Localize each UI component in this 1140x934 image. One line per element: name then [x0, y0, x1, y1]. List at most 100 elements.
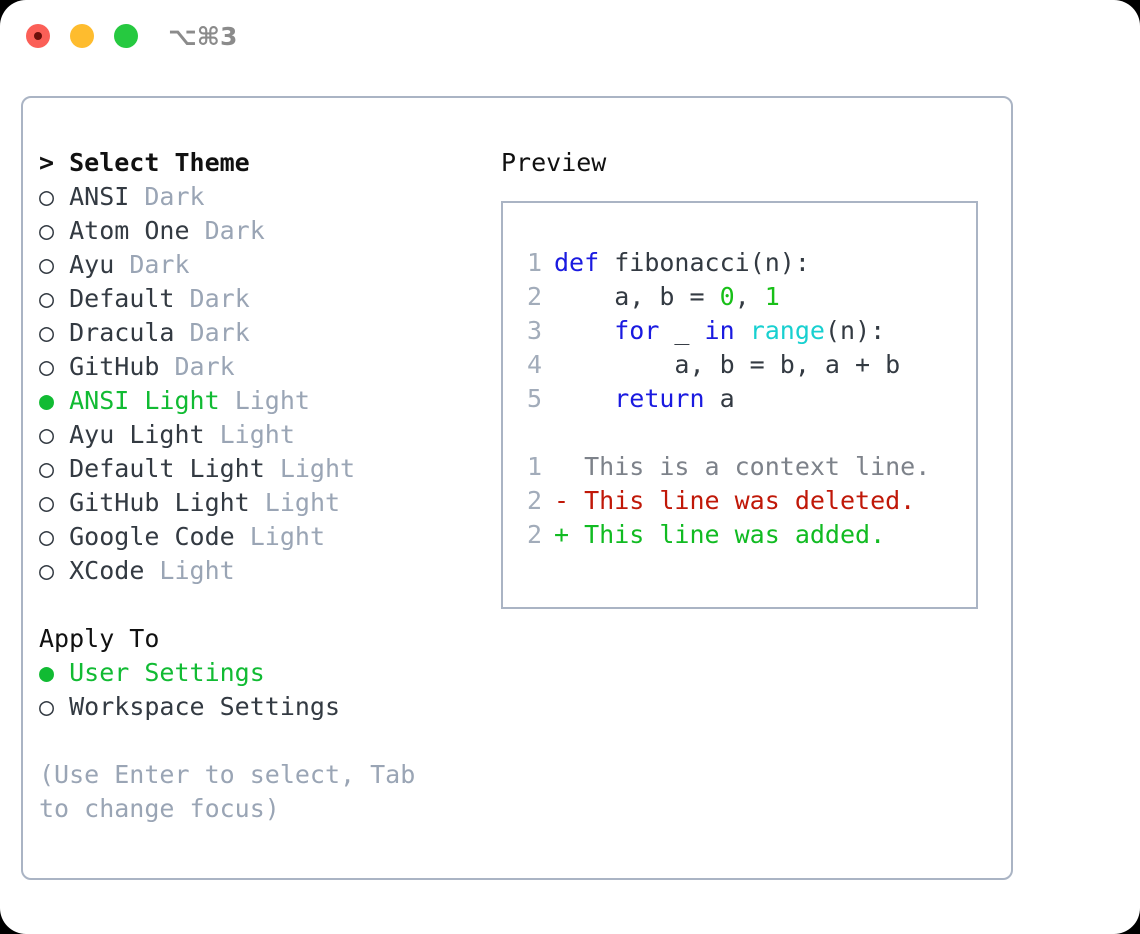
theme-option-label: Dracula: [54, 318, 175, 347]
code-token: [554, 384, 614, 413]
theme-option-kind: Light: [204, 420, 295, 449]
theme-option-ayu-light[interactable]: ○ Ayu Light Light: [39, 418, 489, 452]
theme-option-label: Ayu Light: [54, 420, 205, 449]
theme-option-kind: Dark: [174, 318, 250, 347]
theme-option-default[interactable]: ○ Default Dark: [39, 282, 489, 316]
theme-option-ansi[interactable]: ○ ANSI Dark: [39, 180, 489, 214]
code-token: (n):: [824, 316, 886, 345]
diff-text: This line was added.: [584, 520, 886, 549]
apply-to-option-label: User Settings: [54, 658, 265, 687]
theme-option-label: Atom One: [54, 216, 190, 245]
code-token: for: [614, 316, 660, 345]
theme-option-kind: Dark: [159, 352, 235, 381]
theme-option-xcode[interactable]: ○ XCode Light: [39, 554, 489, 588]
radio-unselected-icon: ○: [39, 284, 55, 313]
radio-unselected-icon: ○: [39, 352, 55, 381]
page-title: > Select Theme: [39, 148, 250, 177]
theme-option-ayu[interactable]: ○ Ayu Dark: [39, 248, 489, 282]
radio-unselected-icon: ○: [39, 454, 55, 483]
theme-option-label: GitHub: [54, 352, 160, 381]
apply-to-option-workspace-settings[interactable]: ○ Workspace Settings: [39, 690, 489, 724]
code-token: ,: [734, 282, 765, 311]
theme-option-kind: Light: [249, 488, 341, 517]
theme-option-default-light[interactable]: ○ Default Light Light: [39, 452, 489, 486]
theme-option-label: ANSI: [54, 182, 130, 211]
line-number: 2: [526, 486, 542, 515]
radio-unselected-icon: ○: [39, 692, 55, 721]
apply-to-option-list: ● User Settings○ Workspace Settings: [39, 656, 489, 724]
preview-title: Preview: [501, 148, 607, 177]
radio-unselected-icon: ○: [39, 250, 55, 279]
code-token: fibonacci(n):: [614, 248, 810, 277]
radio-unselected-icon: ○: [39, 182, 55, 211]
theme-option-list: ○ ANSI Dark○ Atom One Dark○ Ayu Dark○ De…: [39, 180, 489, 588]
line-number: 4: [526, 350, 542, 379]
theme-option-github[interactable]: ○ GitHub Dark: [39, 350, 489, 384]
theme-option-kind: Light: [144, 556, 235, 585]
theme-option-kind: Dark: [174, 284, 250, 313]
theme-option-label: Google Code: [54, 522, 235, 551]
dialog-frame: > Select Theme ○ ANSI Dark○ Atom One Dar…: [21, 96, 1013, 880]
radio-unselected-icon: ○: [39, 522, 55, 551]
line-number: 3: [526, 316, 542, 345]
diff-line: 2+ This line was added.: [516, 518, 930, 552]
theme-option-label: Default: [54, 284, 175, 313]
line-number: 5: [526, 384, 542, 413]
radio-unselected-icon: ○: [39, 216, 55, 245]
code-token: [735, 316, 750, 345]
radio-selected-icon: ●: [39, 658, 55, 687]
code-blank-line: [516, 416, 930, 450]
keyboard-hint-text: (Use Enter to select, Tab to change focu…: [39, 760, 431, 823]
radio-unselected-icon: ○: [39, 420, 55, 449]
line-number: 1: [526, 452, 542, 481]
apply-to-option-label: Workspace Settings: [54, 692, 341, 721]
code-token: return: [614, 384, 705, 413]
theme-option-label: Default Light: [54, 454, 265, 483]
spacer: [39, 588, 489, 622]
apply-to-title: Apply To: [39, 624, 160, 653]
code-token: 1: [764, 282, 780, 311]
radio-unselected-icon: ○: [39, 488, 55, 517]
diff-marker: -: [554, 486, 585, 515]
code-token: def: [554, 248, 615, 277]
minimize-icon[interactable]: [70, 24, 94, 48]
theme-option-kind: Dark: [114, 250, 190, 279]
code-token: in: [704, 316, 735, 345]
window-controls: [26, 24, 138, 48]
code-token: 0: [719, 282, 735, 311]
diff-line: 2- This line was deleted.: [516, 484, 930, 518]
maximize-icon[interactable]: [114, 24, 138, 48]
close-icon[interactable]: [26, 24, 50, 48]
theme-option-label: XCode: [54, 556, 145, 585]
radio-unselected-icon: ○: [39, 556, 55, 585]
code-line: 5 return a: [516, 382, 930, 416]
theme-option-google-code[interactable]: ○ Google Code Light: [39, 520, 489, 554]
code-token: [554, 316, 614, 345]
code-token: a: [704, 384, 735, 413]
theme-selector-panel: > Select Theme ○ ANSI Dark○ Atom One Dar…: [39, 146, 489, 826]
theme-option-github-light[interactable]: ○ GitHub Light Light: [39, 486, 489, 520]
keyboard-shortcut-label: ⌥⌘3: [168, 22, 238, 51]
line-number: 2: [526, 282, 542, 311]
diff-text: This line was deleted.: [584, 486, 916, 515]
radio-unselected-icon: ○: [39, 318, 55, 347]
theme-option-label: Ayu: [54, 250, 115, 279]
code-line: 2 a, b = 0, 1: [516, 280, 930, 314]
code-token: _: [659, 316, 705, 345]
code-line: 3 for _ in range(n):: [516, 314, 930, 348]
title-bar: ⌥⌘3: [0, 0, 1140, 78]
theme-option-ansi-light[interactable]: ● ANSI Light Light: [39, 384, 489, 418]
diff-marker: +: [554, 520, 585, 549]
theme-option-kind: Dark: [129, 182, 205, 211]
theme-option-dracula[interactable]: ○ Dracula Dark: [39, 316, 489, 350]
apply-to-option-user-settings[interactable]: ● User Settings: [39, 656, 489, 690]
theme-option-kind: Light: [264, 454, 356, 483]
theme-option-atom-one[interactable]: ○ Atom One Dark: [39, 214, 489, 248]
theme-option-kind: Light: [234, 522, 325, 551]
code-token: range: [749, 316, 825, 345]
